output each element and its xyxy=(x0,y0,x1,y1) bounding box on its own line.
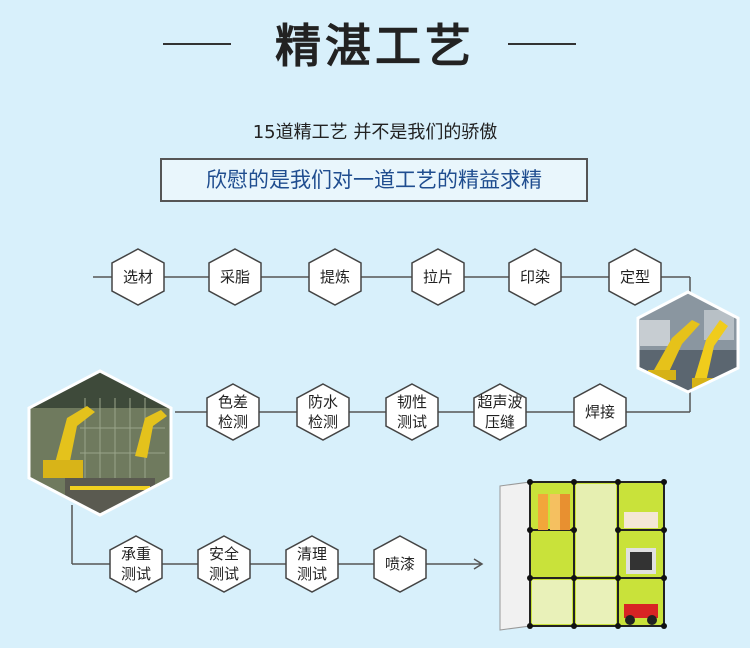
process-step-label: 拉片 xyxy=(422,268,453,286)
process-step-label: 韧性 测试 xyxy=(396,393,427,431)
process-step-label: 提炼 xyxy=(319,268,350,286)
robot-factory-photo-left xyxy=(25,368,175,518)
process-step: 选材 xyxy=(108,247,168,307)
title-dash-left xyxy=(163,43,231,45)
process-step: 拉片 xyxy=(408,247,468,307)
process-step-label: 选材 xyxy=(122,268,153,286)
process-step-label: 防水 检测 xyxy=(307,393,338,431)
process-step: 焊接 xyxy=(570,382,630,442)
process-step: 清理 测试 xyxy=(282,534,342,594)
process-step: 提炼 xyxy=(305,247,365,307)
process-step: 印染 xyxy=(505,247,565,307)
process-step-label: 印染 xyxy=(519,268,550,286)
process-step-label: 喷漆 xyxy=(384,555,415,573)
page-title: 精湛工艺 xyxy=(275,19,475,73)
process-step-label: 承重 测试 xyxy=(120,545,151,583)
process-step: 安全 测试 xyxy=(194,534,254,594)
process-step: 采脂 xyxy=(205,247,265,307)
highlight-box: 欣慰的是我们对一道工艺的精益求精 xyxy=(160,158,588,202)
process-step: 喷漆 xyxy=(370,534,430,594)
process-step: 超声波 压缝 xyxy=(470,382,530,442)
process-step-label: 定型 xyxy=(619,268,650,286)
process-step-label: 超声波 压缝 xyxy=(477,393,523,431)
subtitle: 15道精工艺 并不是我们的骄傲 xyxy=(252,122,498,143)
process-step: 定型 xyxy=(605,247,665,307)
process-step: 色差 检测 xyxy=(203,382,263,442)
process-step-label: 色差 检测 xyxy=(217,393,248,431)
process-step-label: 清理 测试 xyxy=(296,545,327,583)
process-step: 承重 测试 xyxy=(106,534,166,594)
title-dash-right xyxy=(508,43,576,45)
process-step-label: 采脂 xyxy=(219,268,250,286)
process-step-label: 安全 测试 xyxy=(208,545,239,583)
process-step-label: 焊接 xyxy=(584,403,615,421)
process-step: 韧性 测试 xyxy=(382,382,442,442)
process-step: 防水 检测 xyxy=(293,382,353,442)
robot-arm-photo-right xyxy=(634,290,742,394)
storage-cabinet-image xyxy=(498,478,670,638)
